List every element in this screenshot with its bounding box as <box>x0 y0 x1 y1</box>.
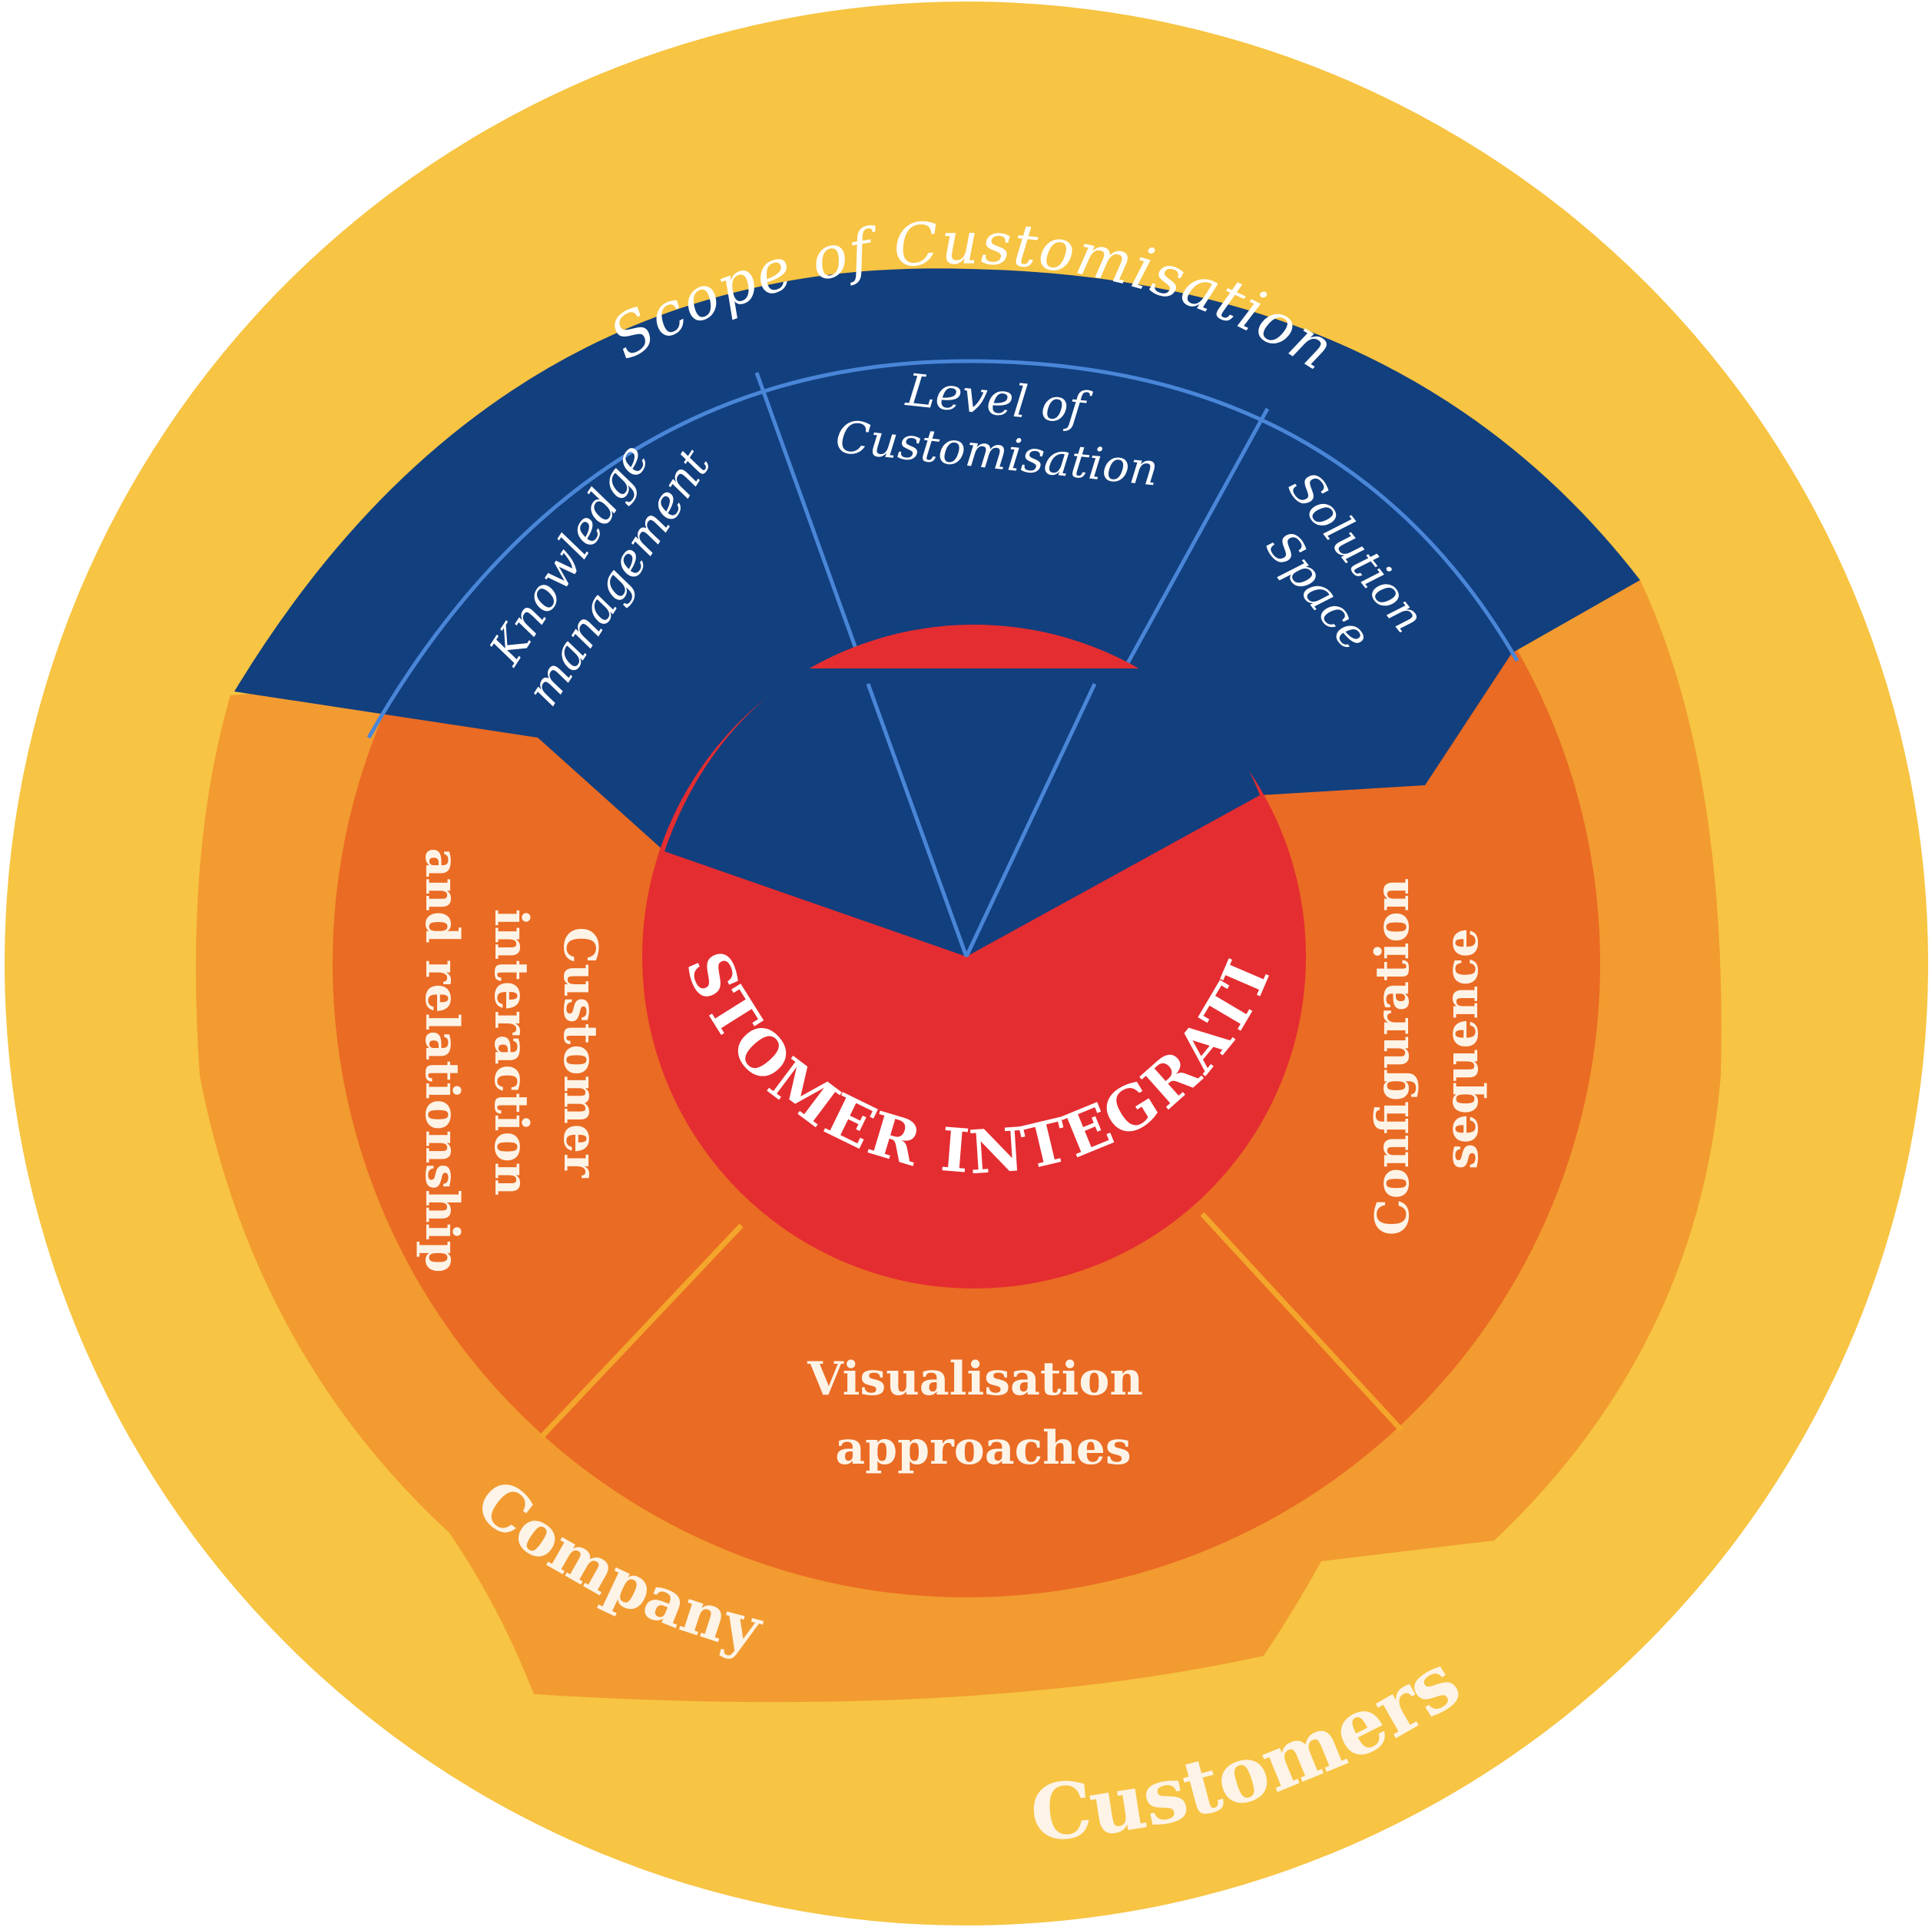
process-segment-interaction: Customer interaction and relationship <box>415 847 607 1272</box>
configuration-line-1: Configuration <box>1366 878 1420 1235</box>
scope-inner-arc <box>366 359 1519 739</box>
scope-region <box>234 268 1640 957</box>
scope-wedge-tip <box>664 668 1260 957</box>
svg-text:Visualisation approaches: Visualisation approaches <box>807 1352 1159 1475</box>
visualisation-line-1: Visualisation <box>807 1352 1143 1406</box>
process-segment-configuration: Configuration sequence <box>1366 862 1489 1235</box>
interaction-line-2: interaction <box>484 909 538 1196</box>
process-segment-visualisation: Visualisation approaches <box>807 1352 1159 1475</box>
process-divider-right <box>1200 1212 1404 1433</box>
svg-text:Configuration sequence: Configuration sequence <box>1366 862 1489 1235</box>
interaction-line-3: and relationship <box>415 847 469 1272</box>
configuration-line-2: sequence <box>1435 928 1489 1169</box>
scope-divider-left-tip <box>866 683 969 957</box>
interaction-line-1: Customer <box>553 927 607 1179</box>
scope-divider-right-tip <box>964 682 1097 958</box>
visualisation-line-2: approaches <box>835 1421 1131 1475</box>
process-divider-left <box>539 1223 744 1439</box>
svg-text:Customer interaction: Customer interaction and relationship <box>415 847 607 1272</box>
